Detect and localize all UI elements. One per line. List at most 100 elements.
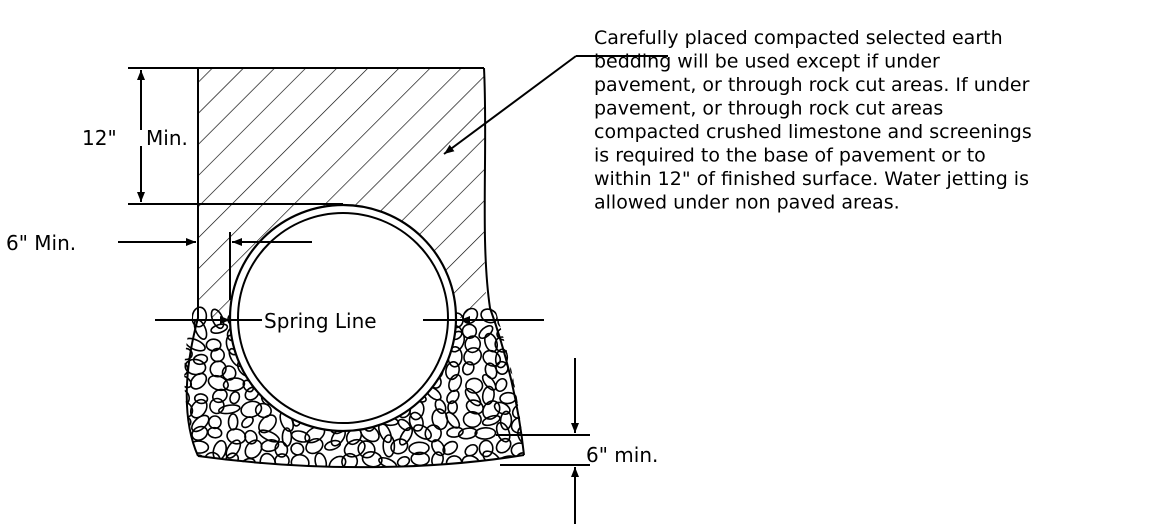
bedding-stone [218, 404, 241, 415]
bedding-stone [207, 426, 223, 439]
bedding-stone [189, 372, 208, 390]
bedding-stone [413, 424, 432, 440]
note-leader [443, 55, 668, 155]
bedding-stone [398, 426, 414, 446]
bedding-stone [260, 439, 280, 453]
bedding-dimension-label: 6" min. [586, 443, 658, 467]
bedding-stone [290, 453, 310, 468]
bedding-stone [462, 410, 482, 429]
bedding-stone [241, 416, 254, 429]
cover-dimension-label: Min. [146, 126, 188, 150]
bedding-stone [361, 451, 383, 468]
bedding-stone [203, 451, 222, 468]
bedding-stone [390, 438, 409, 455]
note-line: pavement, or through rock cut areas. If … [594, 74, 1030, 96]
note-line: is required to the base of pavement or t… [594, 145, 986, 167]
bedding-stone [481, 385, 495, 406]
bedding-stone [474, 426, 497, 440]
note-line: pavement, or through rock cut areas [594, 98, 943, 120]
bedding-stone [508, 324, 525, 341]
bedding-stone [357, 440, 376, 459]
bedding-stone [464, 335, 482, 354]
bedding-stone [434, 398, 447, 415]
bedding-stone [240, 457, 256, 468]
bedding-stone [408, 411, 424, 432]
bedding-stone [210, 323, 229, 334]
bedding-stone [184, 400, 194, 419]
bedding-stone [495, 437, 512, 454]
bedding-stone [184, 358, 207, 376]
bedding-stone [457, 427, 478, 440]
bedding-stone [424, 424, 442, 443]
bedding-stone [226, 428, 247, 445]
bedding-stone [207, 415, 222, 430]
bedding-stone [221, 365, 237, 381]
bedding-stone [478, 324, 494, 340]
note-block: Carefully placed compacted selected eart… [594, 27, 1032, 214]
bedding-stone [191, 306, 208, 328]
trench-walls [128, 67, 525, 469]
bedding-stone [324, 439, 342, 451]
bedding-dimension [496, 358, 590, 524]
side-clearance-label: 6" Min. [6, 231, 76, 255]
bedding-stone [188, 440, 210, 454]
trench-right-wall [483, 67, 525, 456]
bedding-stone [408, 441, 430, 456]
bedding-stone [244, 439, 263, 459]
bedding-stone [481, 373, 497, 391]
bedding-stone [191, 425, 209, 442]
bedding-stone [192, 353, 209, 366]
bedding-stone [478, 439, 494, 458]
bedding-stone [184, 323, 186, 340]
bedding-stone [382, 434, 396, 458]
bedding-stone [290, 442, 305, 456]
spring-line-label: Spring Line [264, 309, 377, 333]
bedding-stone [512, 335, 525, 355]
bedding-stone [341, 452, 359, 468]
bedding-stone [240, 400, 263, 419]
bedding-stone [461, 361, 475, 376]
bedding-stone [274, 453, 290, 468]
bedding-stone [481, 414, 501, 427]
bedding-stone [328, 455, 347, 468]
bedding-stone [229, 391, 241, 405]
bedding-stone [510, 363, 525, 378]
bedding-stone [184, 426, 188, 442]
bedding-stone [290, 430, 311, 443]
bedding-stone [442, 440, 459, 456]
bedding-stone [499, 410, 513, 431]
note-line: Carefully placed compacted selected eart… [594, 27, 1003, 49]
bedding-stone [431, 439, 446, 457]
bedding-stone [184, 442, 192, 457]
pipe-mask [230, 205, 456, 431]
bedding-stone [184, 336, 186, 348]
bedding-stone [378, 456, 398, 468]
bedding-stone [511, 402, 525, 420]
note-line: within 12" of finished surface. Water je… [594, 168, 1029, 190]
side-clearance-dimension [118, 232, 312, 300]
note-line: bedding will be used except if under [594, 51, 940, 73]
bedding-stone [461, 454, 481, 468]
bedding-stone [517, 310, 525, 323]
bedding-stone [274, 441, 289, 458]
note-line: allowed under non paved areas. [594, 192, 900, 214]
cover-dimension-value: 12" [82, 126, 117, 150]
pipe-inner-wall [237, 212, 449, 424]
bedding-stone [464, 443, 479, 457]
bedding-stone [254, 402, 272, 419]
bedding-stone [314, 452, 328, 468]
bedding-stone [193, 393, 209, 405]
bedding-stone [225, 439, 242, 459]
bedding-stone [446, 426, 464, 438]
bedding-stone [397, 418, 412, 432]
bedding-stone [494, 377, 508, 393]
trench-left-wall [185, 68, 199, 457]
trench-bottom [197, 454, 525, 469]
bedding-stone [446, 389, 460, 405]
bedding-stone [227, 413, 239, 431]
bedding-stone [343, 438, 366, 458]
bedding-stone [305, 437, 324, 455]
bedding-stone [184, 454, 192, 468]
bedding-stone [207, 374, 229, 392]
